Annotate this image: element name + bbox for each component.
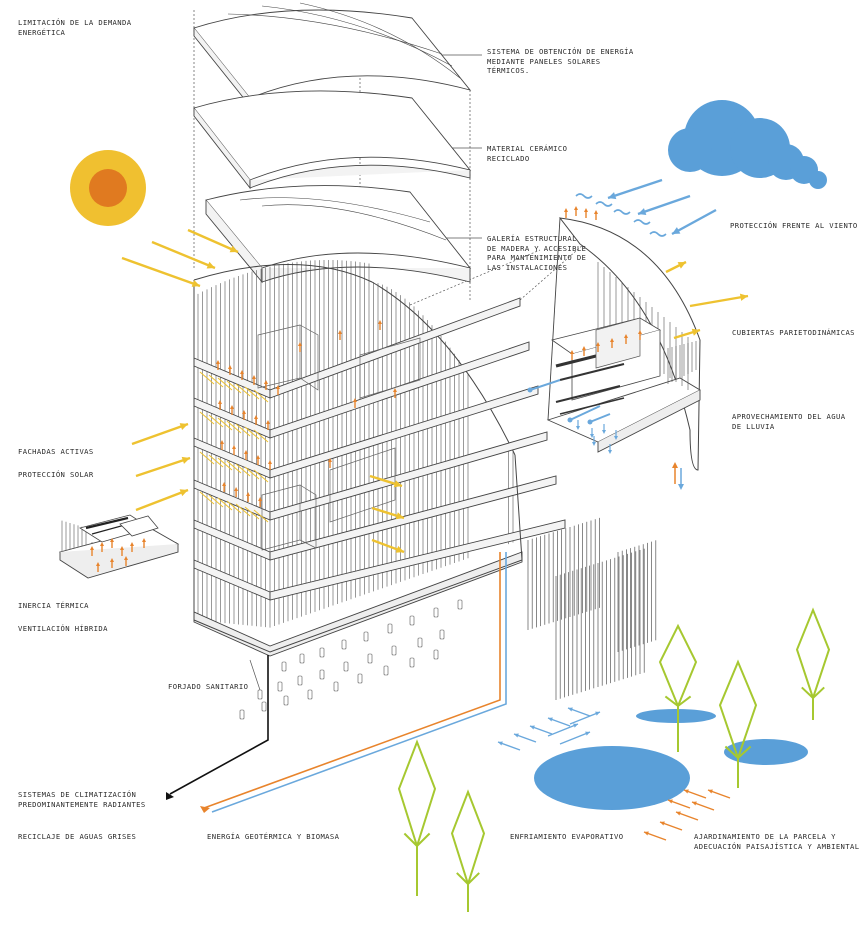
building-outline <box>193 280 523 653</box>
radiant-heat-marks <box>216 320 397 507</box>
label-limitacion-demanda: LIMITACIÓN DE LA DEMANDA ENERGÉTICA <box>18 18 132 37</box>
geothermal-pipes <box>166 552 507 813</box>
floor-slabs <box>193 297 566 657</box>
interior-volumes <box>257 324 421 551</box>
label-proteccion-solar: PROTECCIÓN SOLAR <box>18 470 94 479</box>
label-material-ceramico: MATERIAL CERÁMICO RECICLADO <box>487 144 568 163</box>
roof-solar-panels <box>193 2 472 108</box>
detached-facade-panel <box>527 517 657 700</box>
sun-icon <box>70 150 146 226</box>
main-building <box>193 259 566 657</box>
label-forjado-sanitario: FORJADO SANITARIO <box>168 682 249 691</box>
cloud-icon <box>668 100 827 189</box>
label-fachadas-activas: FACHADAS ACTIVAS <box>18 447 94 456</box>
label-agua-lluvia: APROVECHAMIENTO DEL AGUA DE LLUVIA <box>732 412 846 431</box>
building-curved-top <box>193 264 516 456</box>
label-galeria-estructural: GALERÍA ESTRUCTURAL DE MADERA Y ACCESIBL… <box>487 234 587 272</box>
label-inercia-termica: INERCIA TÉRMICA <box>18 601 89 610</box>
label-geotermica: ENERGÍA GEOTÉRMICA Y BIOMASA <box>207 832 340 841</box>
solar-rays-facade <box>199 371 269 523</box>
label-aguas-grises: RECICLAJE DE AGUAS GRISES <box>18 832 137 841</box>
label-sistema-solar: SISTEMA DE OBTENCIÓN DE ENERGÍA MEDIANTE… <box>487 47 634 75</box>
label-cubiertas: CUBIERTAS PARIETODINÁMICAS <box>732 328 855 337</box>
roof-ceramic <box>193 90 472 190</box>
evaporative-arrows <box>497 707 731 841</box>
label-ventilacion-hibrida: VENTILACIÓN HÍBRIDA <box>18 624 108 633</box>
tree-icon <box>397 607 831 912</box>
label-enfriamiento: ENFRIAMIENTO EVAPORATIVO <box>510 832 624 841</box>
label-climatizacion: SISTEMAS DE CLIMATIZACIÓN PREDOMINANTEME… <box>18 790 146 809</box>
wind-arrows <box>575 178 717 237</box>
sanitary-slab-pillars <box>239 599 463 720</box>
pond-icon <box>534 709 808 810</box>
parietodynamic-roof-detail <box>527 206 701 490</box>
thermal-inertia-module <box>58 514 180 579</box>
label-ajardinamiento: AJARDINAMIENTO DE LA PARCELA Y ADECUACIÓ… <box>694 832 860 851</box>
solar-arrows <box>121 228 749 554</box>
label-proteccion-viento: PROTECCIÓN FRENTE AL VIENTO <box>730 221 858 230</box>
